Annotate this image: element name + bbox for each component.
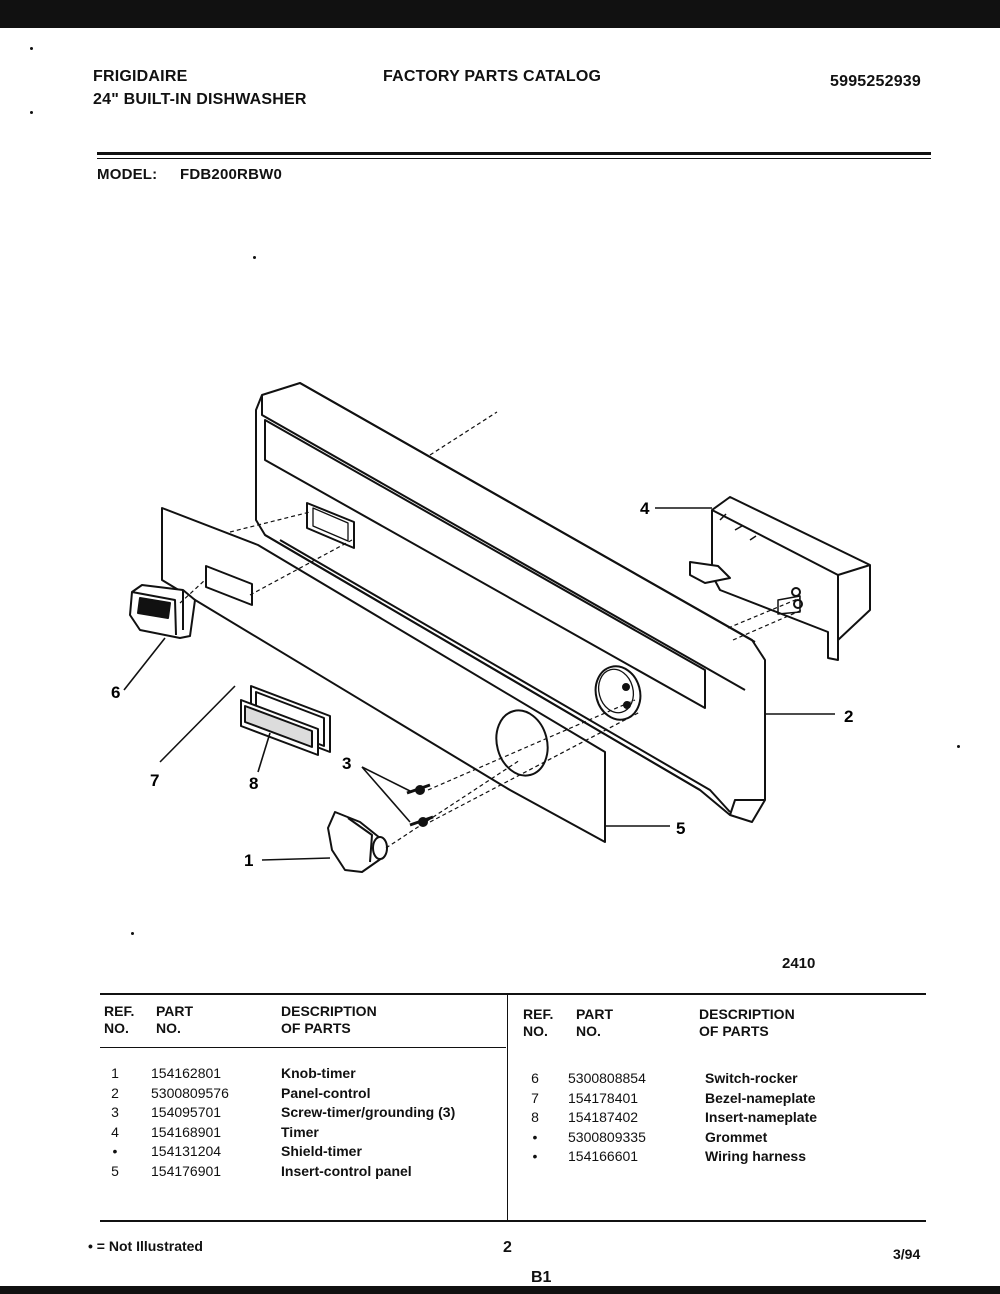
callout-3: 3 — [342, 754, 351, 773]
header-ref-right: REF. NO. — [523, 1006, 554, 1039]
scan-speck — [30, 47, 33, 50]
scan-speck — [957, 745, 960, 748]
rocker-switch — [129, 584, 196, 639]
callout-7: 7 — [150, 771, 159, 790]
header-ref-left: REF. NO. — [104, 1003, 135, 1036]
table-top-rule — [100, 993, 926, 995]
callout-5: 5 — [676, 819, 685, 838]
top-scan-border — [0, 0, 1000, 28]
callout-8: 8 — [249, 774, 258, 793]
panel-control — [255, 382, 766, 823]
callout-1: 1 — [244, 851, 253, 870]
header-part-right: PART NO. — [576, 1006, 614, 1039]
table-bottom-rule — [100, 1220, 926, 1222]
knob-timer — [327, 811, 388, 873]
exploded-diagram: 1 2 3 4 5 6 7 8 — [111, 382, 871, 873]
header-underline-left — [100, 1047, 506, 1048]
scan-speck — [253, 256, 256, 259]
section-code: B1 — [531, 1269, 552, 1286]
drawing-number: 2410 — [782, 955, 816, 972]
model-label: MODEL: — [97, 166, 158, 183]
timer-part — [689, 496, 871, 661]
callout-4: 4 — [640, 499, 650, 518]
callout-2: 2 — [844, 707, 853, 726]
callout-6: 6 — [111, 683, 120, 702]
header-rule-thick — [97, 152, 931, 155]
scan-speck — [131, 932, 134, 935]
page-number: 2 — [503, 1239, 512, 1256]
product-name: 24" BUILT-IN DISHWASHER — [93, 91, 307, 108]
insert-control-panel — [161, 507, 606, 843]
brand-name: FRIGIDAIRE — [93, 68, 188, 85]
table-center-divider — [507, 994, 508, 1220]
header-part-left: PART NO. — [156, 1003, 194, 1036]
header-rule-thin — [97, 158, 931, 159]
bezel-nameplate — [240, 685, 331, 756]
catalog-number: 5995252939 — [830, 73, 921, 90]
header-desc-left: DESCRIPTION OF PARTS — [281, 1003, 377, 1036]
not-illustrated-legend: • = Not Illustrated — [88, 1238, 203, 1254]
revision-date: 3/94 — [893, 1246, 921, 1262]
catalog-title: FACTORY PARTS CATALOG — [383, 68, 602, 85]
bottom-scan-border — [0, 1286, 1000, 1294]
model-number: FDB200RBW0 — [180, 166, 283, 183]
header-desc-right: DESCRIPTION OF PARTS — [699, 1006, 795, 1039]
scan-speck — [30, 111, 33, 114]
